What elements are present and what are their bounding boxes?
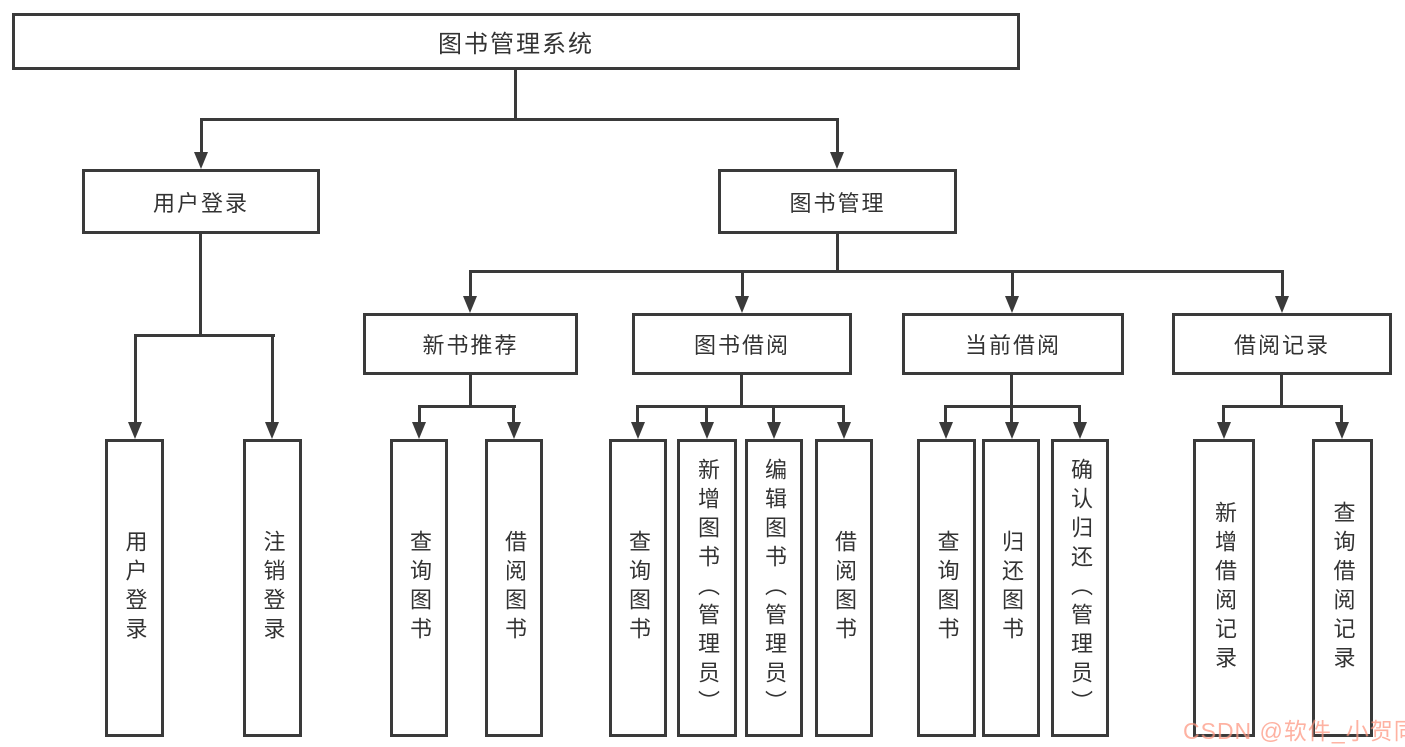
leaf-borrow-query-books: 查询图书: [609, 439, 667, 737]
arrowhead-current-borrow: [1005, 296, 1019, 313]
arrowhead-s0-leaf-2: [507, 422, 521, 439]
leaf-borrow-add-books-admin: 新增图书（管理员）: [677, 439, 737, 737]
connector-user-login-drop: [199, 234, 202, 337]
connector-l1-left-stub: [200, 118, 203, 152]
node-current-borrow: 当前借阅: [902, 313, 1124, 375]
node-new-book-recommend-label: 新书推荐: [422, 333, 519, 358]
arrowhead-s0-leaf-1: [412, 422, 426, 439]
connector-s2-stub-1: [944, 405, 947, 422]
connector-s2-stub-2: [1010, 405, 1013, 422]
leaf-borrow-edit-books-admin: 编辑图书（管理员）: [745, 439, 803, 737]
connector-l2-stub-3: [1011, 270, 1014, 296]
node-root: 图书管理系统: [12, 13, 1020, 70]
node-current-borrow-label: 当前借阅: [964, 333, 1061, 358]
leaf-borrow-query-books-label: 查询图书: [626, 530, 651, 646]
node-book-mgmt: 图书管理: [718, 169, 957, 234]
arrowhead-book-mgmt: [830, 152, 844, 169]
leaf-current-query-books: 查询图书: [917, 439, 976, 737]
arrowhead-s3-leaf-1: [1217, 422, 1231, 439]
connector-s3-branch: [1222, 405, 1343, 408]
leaf-logout-label: 注销登录: [260, 530, 286, 646]
node-user-login: 用户登录: [82, 169, 320, 234]
connector-s1-stub-3: [772, 405, 775, 422]
leaf-current-return-books: 归还图书: [982, 439, 1040, 737]
arrowhead-s1-leaf-3: [767, 422, 781, 439]
connector-l2-stub-1: [469, 270, 472, 296]
connector-l2-stub-2: [741, 270, 744, 296]
leaf-current-return-books-label: 归还图书: [999, 530, 1024, 646]
arrowhead-s2-leaf-3: [1073, 422, 1087, 439]
leaf-recommend-borrow-books-label: 借阅图书: [502, 530, 527, 646]
arrowhead-user-login: [194, 152, 208, 169]
leaf-records-add-record-label: 新增借阅记录: [1212, 501, 1237, 675]
arrowhead-new-book: [463, 296, 477, 313]
leaf-borrow-add-books-admin-label: 新增图书（管理员）: [695, 457, 720, 719]
connector-s1-branch: [636, 405, 845, 408]
connector-s0-stub-2: [512, 405, 515, 422]
leaf-borrow-borrow-books-label: 借阅图书: [832, 530, 857, 646]
connector-s0-drop: [469, 375, 472, 407]
connector-book-mgmt-drop: [836, 234, 839, 272]
connector-s3-drop: [1280, 375, 1283, 407]
connector-user-login-stub-1: [134, 334, 137, 422]
connector-l2-branch: [469, 270, 1283, 273]
connector-user-login-branch: [134, 334, 275, 337]
connector-s0-stub-1: [418, 405, 421, 422]
arrowhead-s1-leaf-4: [837, 422, 851, 439]
arrowhead-book-borrow: [735, 296, 749, 313]
connector-s2-drop: [1010, 375, 1013, 407]
node-root-label: 图书管理系统: [438, 31, 594, 58]
leaf-recommend-query-books-label: 查询图书: [407, 530, 432, 646]
connector-root-drop: [514, 70, 517, 120]
leaf-borrow-edit-books-admin-label: 编辑图书（管理员）: [762, 457, 787, 719]
connector-s1-stub-4: [842, 405, 845, 422]
arrowhead-login-leaf: [128, 422, 142, 439]
connector-s2-stub-3: [1078, 405, 1081, 422]
watermark: CSDN @软件_小贺同学: [1183, 718, 1405, 744]
connector-l2-stub-4: [1281, 270, 1284, 296]
connector-l1-branch: [200, 118, 839, 121]
connector-s1-drop: [740, 375, 743, 407]
leaf-current-query-books-label: 查询图书: [934, 530, 960, 646]
node-new-book-recommend: 新书推荐: [363, 313, 578, 375]
arrowhead-s1-leaf-2: [700, 422, 714, 439]
arrowhead-s3-leaf-2: [1335, 422, 1349, 439]
connector-s0-branch: [418, 405, 516, 408]
leaf-records-query-record-label: 查询借阅记录: [1330, 501, 1356, 675]
connector-s3-stub-2: [1340, 405, 1343, 422]
node-book-borrow-label: 图书借阅: [693, 333, 790, 358]
leaf-user-login: 用户登录: [105, 439, 164, 737]
node-book-borrow: 图书借阅: [632, 313, 852, 375]
arrowhead-borrow-records: [1275, 296, 1289, 313]
leaf-current-confirm-return-admin: 确认归还（管理员）: [1051, 439, 1109, 737]
node-user-login-label: 用户登录: [152, 190, 249, 216]
leaf-recommend-borrow-books: 借阅图书: [485, 439, 543, 737]
leaf-records-add-record: 新增借阅记录: [1193, 439, 1255, 737]
arrowhead-s2-leaf-1: [939, 422, 953, 439]
arrowhead-s1-leaf-1: [631, 422, 645, 439]
arrowhead-logout-leaf: [265, 422, 279, 439]
leaf-records-query-record: 查询借阅记录: [1312, 439, 1373, 737]
connector-l1-right-stub: [836, 118, 839, 152]
leaf-logout: 注销登录: [243, 439, 302, 737]
leaf-user-login-label: 用户登录: [122, 530, 148, 646]
arrowhead-s2-leaf-2: [1005, 422, 1019, 439]
connector-s1-stub-2: [705, 405, 708, 422]
node-book-mgmt-label: 图书管理: [789, 190, 886, 216]
node-borrow-records: 借阅记录: [1172, 313, 1392, 375]
connector-s3-stub-1: [1222, 405, 1225, 422]
node-borrow-records-label: 借阅记录: [1233, 333, 1330, 358]
leaf-recommend-query-books: 查询图书: [390, 439, 448, 737]
connector-user-login-stub-2: [271, 334, 274, 422]
leaf-current-confirm-return-admin-label: 确认归还（管理员）: [1068, 457, 1093, 719]
leaf-borrow-borrow-books: 借阅图书: [815, 439, 873, 737]
connector-s1-stub-1: [636, 405, 639, 422]
